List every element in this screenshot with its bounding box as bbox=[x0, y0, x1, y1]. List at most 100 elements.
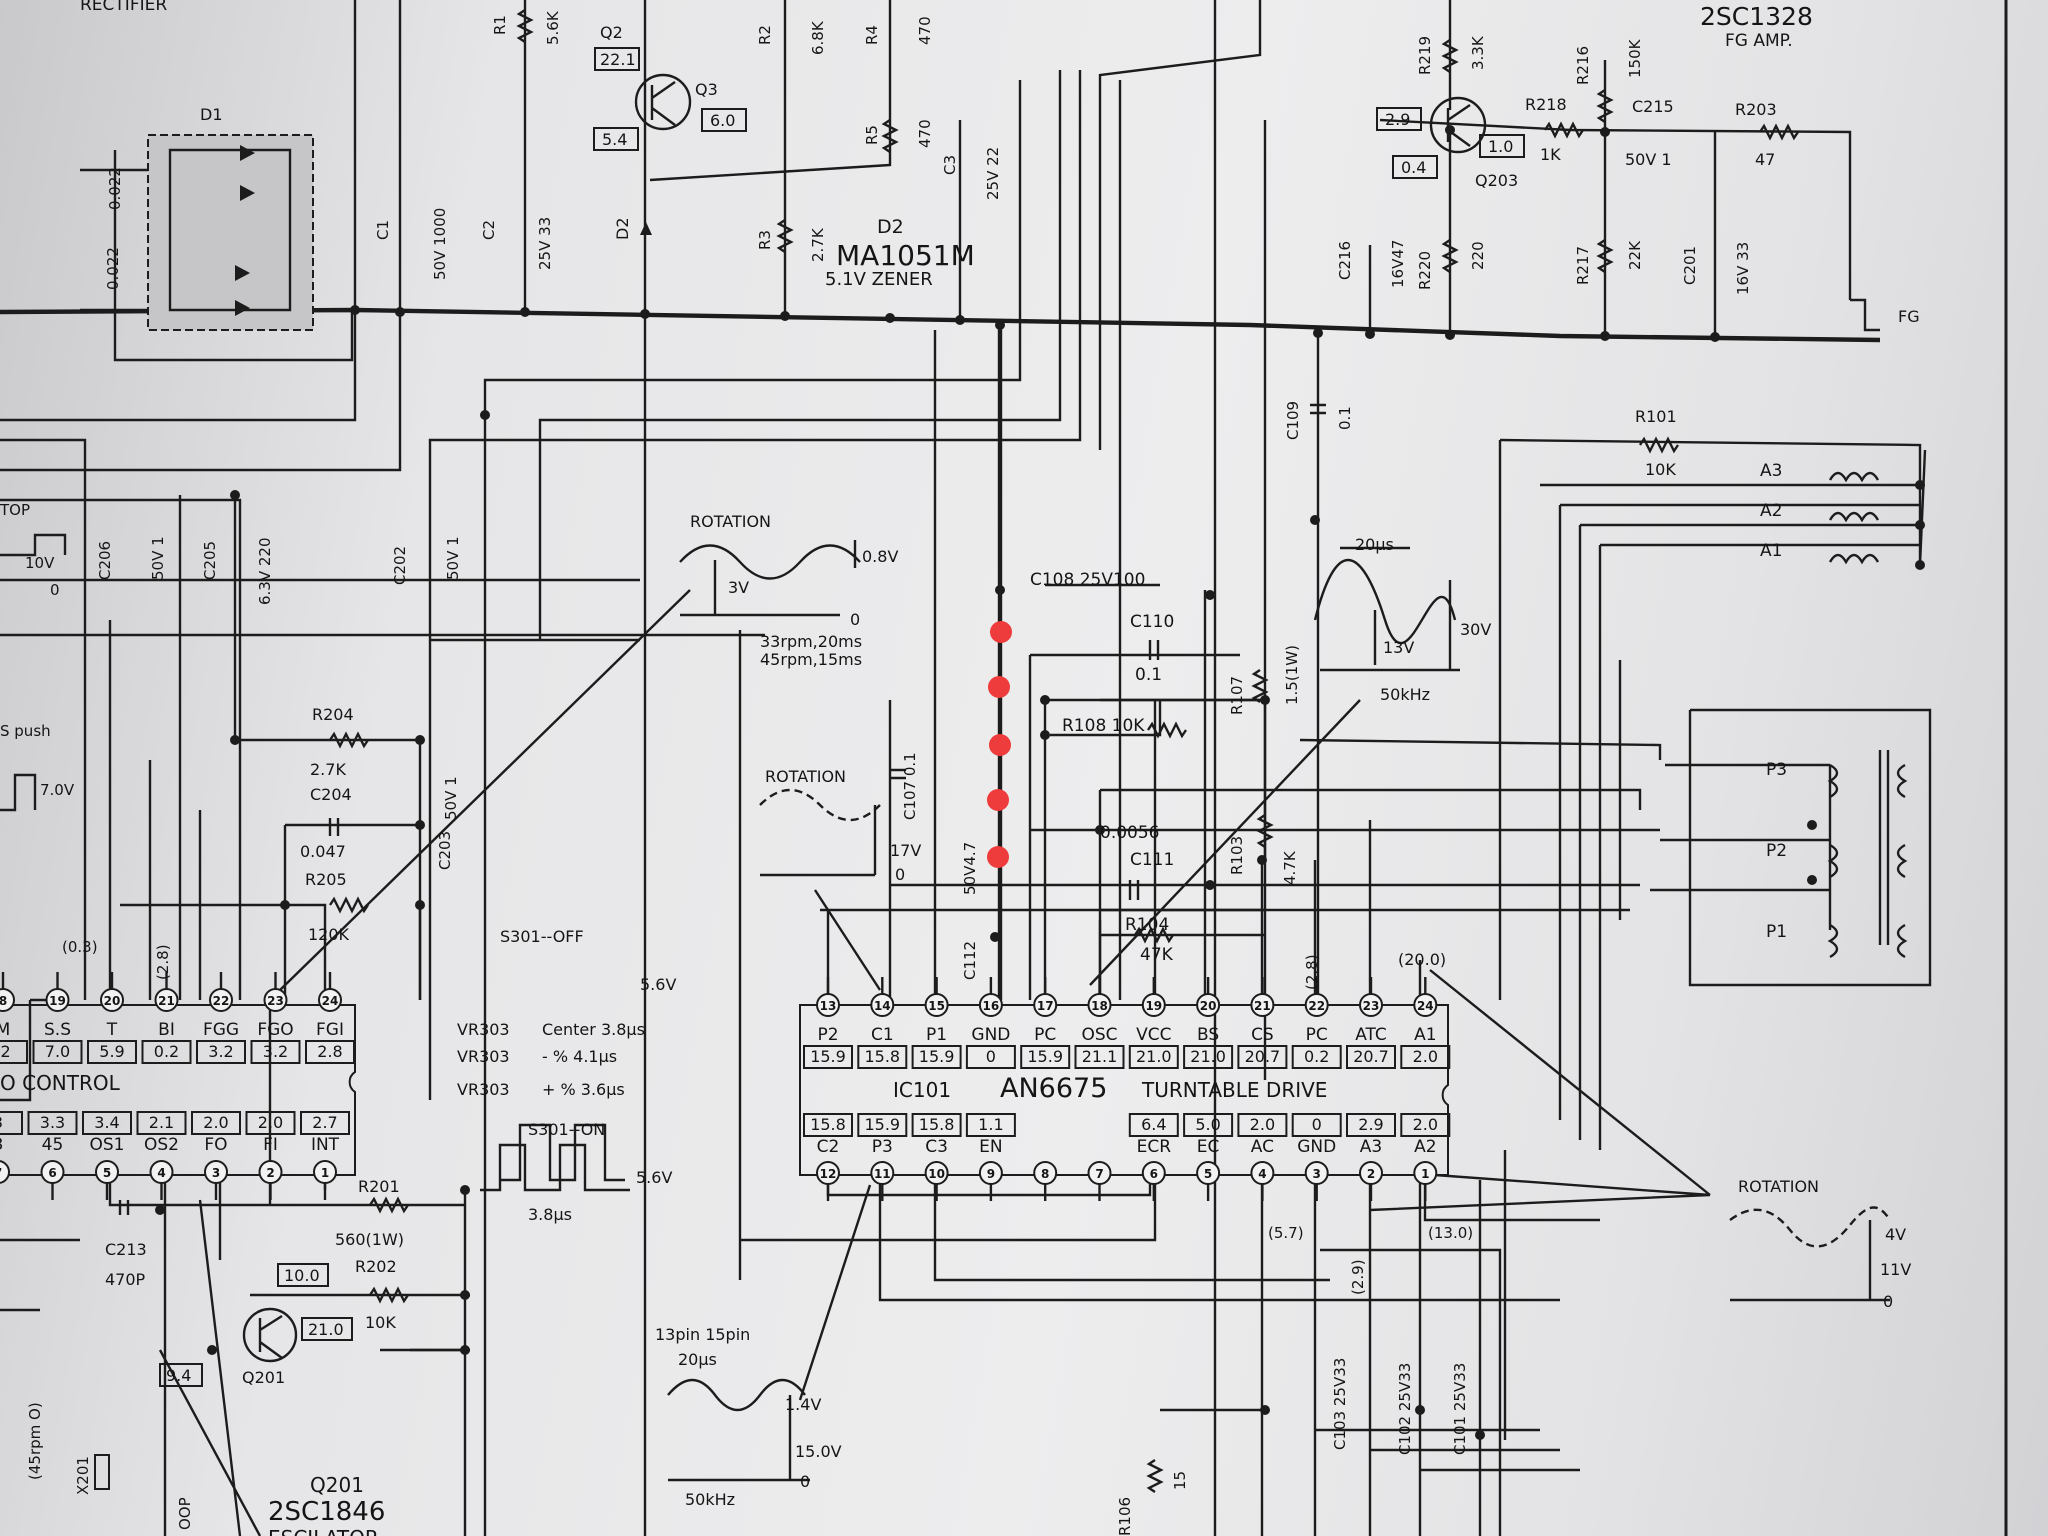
pin-voltage: 3.2 bbox=[208, 1042, 233, 1061]
pin-voltage: 15.9 bbox=[864, 1115, 900, 1134]
r202-label: R202 bbox=[355, 1257, 397, 1276]
c109-value: 0.1 bbox=[1336, 406, 1354, 430]
c2-value: 25V 33 bbox=[536, 217, 554, 270]
pin-number: 19 bbox=[1145, 999, 1162, 1013]
ic201-top-pin-8: 8M.2 bbox=[0, 972, 28, 1064]
rotation-3-title: ROTATION bbox=[1738, 1177, 1819, 1196]
r5-label: R5 bbox=[863, 125, 881, 145]
vr303-c: VR303 bbox=[457, 1080, 510, 1099]
pin-voltage: 15.8 bbox=[864, 1047, 900, 1066]
pin-number: 23 bbox=[267, 994, 284, 1008]
red-dot-4 bbox=[987, 789, 1009, 811]
small-freq: 50kHz bbox=[685, 1490, 735, 1509]
v200-label: (20.0) bbox=[1398, 950, 1446, 969]
rotation-3-dc: 11V bbox=[1880, 1260, 1911, 1279]
pin-number: 1 bbox=[1421, 1167, 1429, 1181]
pin-number: 8 bbox=[1041, 1167, 1049, 1181]
zero-label: 0 bbox=[50, 581, 60, 599]
v29-label: (2.9) bbox=[1349, 1259, 1367, 1295]
r4-value: 470 bbox=[916, 16, 934, 45]
rotation-3-zero: 0 bbox=[1883, 1292, 1893, 1311]
pin-voltage: 5.9 bbox=[99, 1042, 124, 1061]
pin-name: EN bbox=[979, 1137, 1002, 1157]
pin-number: 23 bbox=[1363, 999, 1380, 1013]
pin-name: FI bbox=[263, 1135, 278, 1155]
c107-label: C107 0.1 bbox=[901, 752, 919, 820]
pin-name: GND bbox=[1297, 1137, 1336, 1157]
a1-label: A1 bbox=[1760, 541, 1782, 561]
pin-number: 21 bbox=[1254, 999, 1271, 1013]
pin-name: S.S bbox=[44, 1020, 71, 1040]
c204-value: 0.047 bbox=[300, 842, 346, 861]
d2-symbol bbox=[640, 222, 652, 235]
a2-label: A2 bbox=[1760, 501, 1782, 521]
pin-name: BI bbox=[158, 1020, 175, 1040]
rpm45-label: (45rpm O) bbox=[26, 1402, 44, 1480]
pin-name: P2 bbox=[817, 1025, 838, 1045]
q2-label: Q2 bbox=[600, 23, 623, 42]
p3-label: P3 bbox=[1766, 760, 1787, 780]
c0056-label: 0.0056 bbox=[1100, 823, 1159, 843]
labels: RECTIFIER D1 Q2 22.1 Q3 6.0 5.4 D2 D2 MA… bbox=[0, 0, 1920, 1536]
pin-voltage: 20.7 bbox=[1245, 1047, 1281, 1066]
red-markers bbox=[987, 621, 1012, 868]
pulse-on-amp: 5.6V bbox=[636, 1168, 672, 1187]
c2-label: C2 bbox=[480, 220, 498, 240]
c101-label: C101 25V33 bbox=[1451, 1363, 1469, 1455]
osc-freq: 50kHz bbox=[1380, 685, 1430, 704]
rotation-1-amp: 0.8V bbox=[862, 547, 898, 566]
pin-voltage: 2.7 bbox=[312, 1113, 337, 1132]
r219-r220-zigzag bbox=[1441, 39, 1459, 273]
pin-name: GND bbox=[971, 1025, 1010, 1045]
q201-desc: ESCILATOR bbox=[268, 1526, 379, 1536]
pin-name: 3 bbox=[0, 1135, 3, 1155]
top-label: TOP bbox=[0, 501, 30, 519]
pin-voltage: 2.0 bbox=[203, 1113, 228, 1132]
top-pulse bbox=[0, 533, 67, 557]
oop-label: OOP bbox=[176, 1497, 194, 1530]
pin-voltage: 5.0 bbox=[1195, 1115, 1220, 1134]
c216-label: C216 bbox=[1336, 241, 1354, 280]
c108-label: C108 25V100 bbox=[1030, 570, 1145, 590]
pin-voltage: 2.0 bbox=[258, 1113, 283, 1132]
top-resistor-zigzags bbox=[516, 9, 899, 253]
r106-label: R106 bbox=[1116, 1497, 1134, 1536]
pin-number: 2 bbox=[266, 1166, 274, 1180]
pin-voltage: 7.0 bbox=[45, 1042, 70, 1061]
pin-name: P1 bbox=[926, 1025, 947, 1045]
v54-label: 5.4 bbox=[602, 130, 627, 149]
pin-voltage: 2.8 bbox=[317, 1042, 342, 1061]
rotation-3-amp: 4V bbox=[1885, 1225, 1906, 1244]
r3-label: R3 bbox=[756, 230, 774, 250]
pin-number: 16 bbox=[983, 999, 1000, 1013]
r104-zigzag bbox=[1134, 926, 1174, 944]
r106-zigzag bbox=[1146, 1459, 1164, 1493]
pin-name: A3 bbox=[1360, 1137, 1382, 1157]
q3-label: Q3 bbox=[695, 80, 718, 99]
q203-v-emit: 0.4 bbox=[1401, 158, 1426, 177]
r205-value: 120K bbox=[308, 925, 350, 944]
p1-label: P1 bbox=[1766, 922, 1787, 942]
pin-voltage: 21.1 bbox=[1082, 1047, 1118, 1066]
r204-label: R204 bbox=[312, 705, 354, 724]
r220-value: 220 bbox=[1469, 241, 1487, 270]
fg-title: 2SC1328 bbox=[1700, 2, 1813, 31]
v28-pin22: (2.8) bbox=[1303, 954, 1321, 990]
r103-value: 4.7K bbox=[1281, 850, 1299, 885]
c1-label: C1 bbox=[374, 220, 392, 240]
